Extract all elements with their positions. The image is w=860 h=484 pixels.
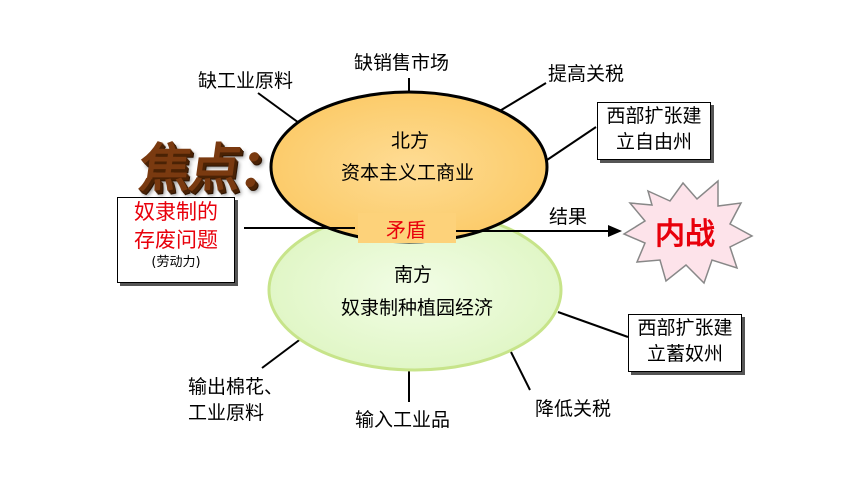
label-raise-tariff: 提高关税 [548, 63, 625, 85]
south-economy: 奴隶制种植园经济 [341, 297, 494, 319]
slave-state-box: 西部扩张建 立蓄奴州 [628, 314, 742, 372]
contradiction-highlight [358, 213, 456, 243]
free-state-line1: 西部扩张建 [606, 105, 702, 127]
export-line2: 工业原料 [188, 402, 265, 424]
result-arrow-head [608, 225, 622, 237]
slave-state-line1: 西部扩张建 [637, 317, 733, 339]
north-title: 北方 [391, 130, 430, 152]
focus-label: 焦点： [135, 139, 294, 199]
war-burst [622, 179, 754, 285]
line-export [261, 337, 303, 369]
line-slave-state [557, 311, 629, 338]
result-label: 结果 [549, 206, 588, 228]
line-lower-tariff [510, 351, 531, 391]
slavery-issue-box: 奴隶制的 存废问题 (劳动力) [117, 197, 235, 283]
slavery-issue-note: (劳动力) [151, 255, 201, 270]
line-free-state [546, 126, 597, 161]
export-line1: 输出棉花、 [188, 376, 284, 398]
war-label: 内战 [655, 217, 715, 252]
contradiction-label: 矛盾 [386, 218, 426, 242]
slavery-issue-line1: 奴隶制的 [134, 200, 218, 224]
north-economy: 资本主义工商业 [341, 162, 475, 184]
slavery-issue-line2: 存废问题 [134, 228, 218, 252]
south-title: 南方 [394, 264, 433, 286]
label-lack-market: 缺销售市场 [354, 52, 450, 74]
free-state-line2: 立自由州 [615, 131, 692, 153]
label-import-goods: 输入工业品 [355, 409, 451, 431]
label-lower-tariff: 降低关税 [535, 398, 612, 420]
label-export: 输出棉花、 工业原料 [188, 374, 283, 426]
slave-state-line2: 立蓄奴州 [646, 343, 723, 365]
free-state-box: 西部扩张建 立自由州 [597, 102, 711, 160]
label-lack-raw-materials: 缺工业原料 [198, 70, 294, 92]
